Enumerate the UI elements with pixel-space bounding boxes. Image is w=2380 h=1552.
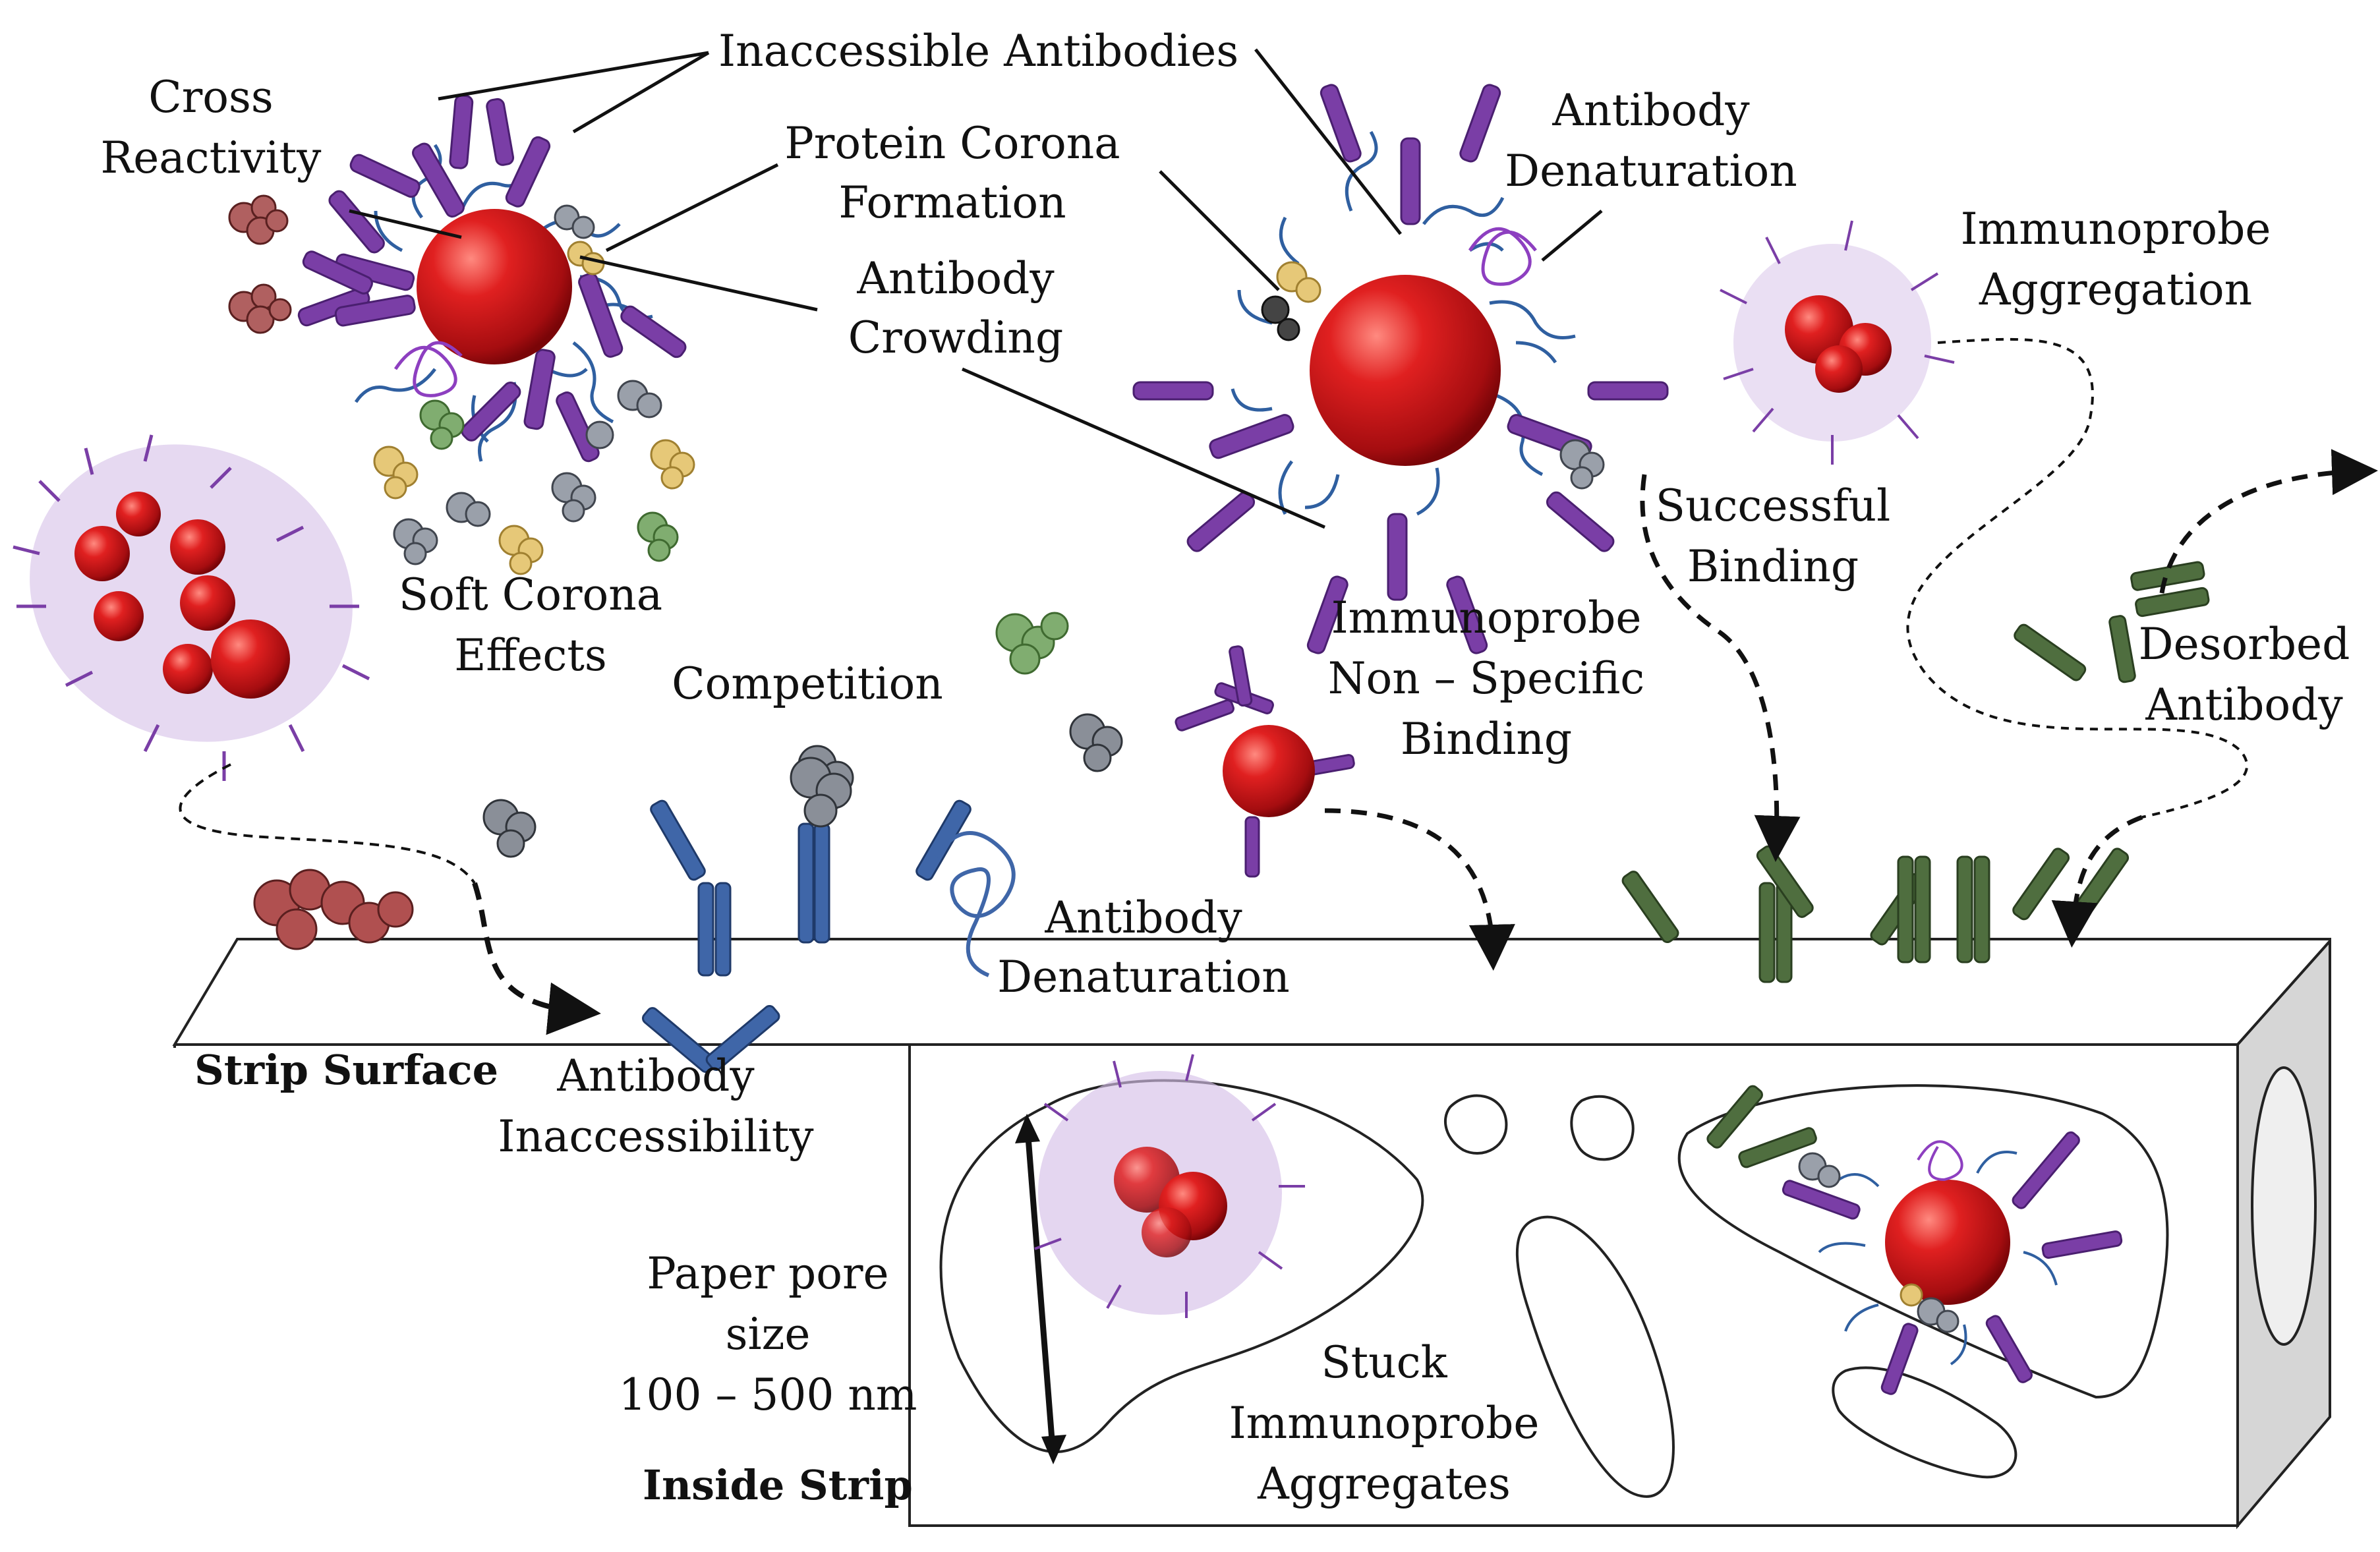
label-soft-corona-line2: Effects: [454, 630, 606, 681]
path-desorption-up: [2159, 449, 2378, 594]
immunoprobe-top-left: [297, 94, 687, 463]
denatured-antibody: [1468, 227, 1537, 286]
path-aggregation: [1906, 337, 2248, 819]
label-inside-strip: Inside Strip: [643, 1461, 913, 1509]
desorbed-antibody: [2014, 561, 2210, 683]
label-stuck-line1: Stuck: [1321, 1337, 1447, 1388]
label-successful-binding-line1: Successful: [1656, 480, 1891, 531]
label-strip-surface: Strip Surface: [194, 1046, 498, 1094]
small-pore-2: [1570, 1095, 1635, 1161]
green-antibodies-on-strip: [1621, 845, 2130, 983]
soft-corona-proteins: [228, 194, 695, 575]
label-desorbed-line1: Desorbed: [2139, 619, 2350, 670]
label-nonspecific-line3: Binding: [1401, 714, 1572, 764]
label-protein-corona-line2: Formation: [838, 177, 1066, 228]
cross-reactive-protein-on-strip: [253, 869, 414, 950]
label-competition: Competition: [672, 658, 943, 709]
label-cross-reactivity-line1: Cross: [148, 72, 274, 123]
label-antibody-crowding-line1: Antibody: [856, 253, 1055, 304]
bottom-pore: [1832, 1366, 2017, 1479]
strip-side-pore: [2251, 1066, 2317, 1346]
protein-cluster: [228, 194, 292, 334]
elongated-pore: [1515, 1215, 1675, 1498]
label-antibody-inaccessibility-line1: Antibody: [556, 1050, 755, 1101]
text-labels: Inaccessible Antibodies Cross Reactivity…: [101, 26, 2350, 1509]
label-antibody-denaturation-mid-line1: Antibody: [1044, 892, 1242, 943]
path-aggregate-to-strip: [179, 763, 476, 884]
label-pore-size-line1: Paper pore: [647, 1248, 888, 1299]
label-immunoprobe-aggregation-line2: Aggregation: [1979, 264, 2252, 315]
path-protein-to-inaccessibility: [472, 882, 601, 1035]
label-pore-size-line3: 100 – 500 nm: [619, 1369, 917, 1420]
large-pore-left: [939, 1079, 1424, 1453]
immunoprobe-nonspecific: [1175, 645, 1355, 878]
nanoparticle: [1310, 275, 1501, 466]
label-inaccessible-antibodies: Inaccessible Antibodies: [718, 26, 1238, 76]
label-cross-reactivity-line2: Reactivity: [101, 132, 322, 183]
dashed-paths: [179, 337, 2378, 1035]
label-desorbed-line2: Antibody: [2145, 679, 2343, 730]
label-antibody-denaturation-mid-line2: Denaturation: [997, 952, 1290, 1002]
large-pore-right: [1677, 1084, 2169, 1399]
label-soft-corona-line1: Soft Corona: [399, 569, 662, 620]
denatured-antibody-on-strip: [934, 831, 1016, 977]
pore-size-arrow: [1015, 1114, 1066, 1464]
corona-strands: [1231, 130, 1576, 516]
immunoprobe-aggregate-top-right: [1720, 220, 1955, 465]
label-antibody-denaturation-top-line2: Denaturation: [1505, 146, 1797, 196]
label-antibody-denaturation-top-line1: Antibody: [1552, 85, 1750, 136]
immunoprobe-top-center: [1132, 84, 1669, 654]
label-stuck-line3: Aggregates: [1257, 1458, 1511, 1509]
label-pore-size-line2: size: [726, 1309, 811, 1360]
path-successful-binding: [1640, 474, 1801, 862]
small-pore-1: [1443, 1094, 1508, 1155]
immunoprobe-inside-strip: [1706, 1085, 2123, 1395]
blue-antibodies-on-strip: [641, 799, 972, 1074]
label-nonspecific-line1: Immunoprobe: [1331, 592, 1642, 643]
protein-on-blue-antibody: [790, 757, 852, 828]
label-successful-binding-line2: Binding: [1687, 541, 1859, 592]
leader-lines: [349, 48, 1603, 529]
path-nonspecific: [1324, 808, 1515, 971]
stuck-immunoprobe-aggregate: [1034, 1054, 1305, 1318]
nanoparticle: [417, 209, 572, 364]
label-antibody-crowding-line2: Crowding: [848, 312, 1063, 363]
label-protein-corona-line1: Protein Corona: [784, 118, 1120, 169]
label-antibody-inaccessibility-line2: Inaccessibility: [498, 1111, 814, 1162]
denatured-antibody: [393, 341, 463, 397]
label-nonspecific-line2: Non – Specific: [1328, 653, 1645, 704]
immunoprobe-aggregate-left: [13, 434, 370, 781]
label-immunoprobe-aggregation-line1: Immunoprobe: [1961, 204, 2271, 254]
paper-pores: [939, 1079, 2169, 1498]
antibodies-purple: [297, 94, 687, 463]
label-stuck-line2: Immunoprobe: [1229, 1398, 1540, 1449]
